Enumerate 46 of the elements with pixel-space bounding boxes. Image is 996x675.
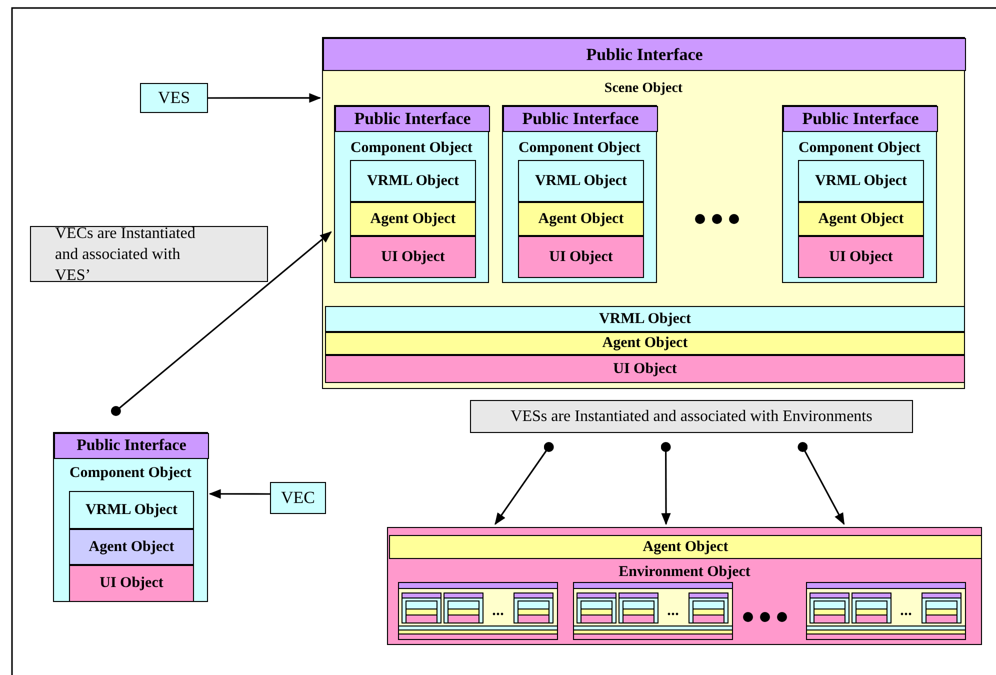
component-panel: [782, 105, 937, 283]
component-panel: [334, 105, 489, 283]
interface-band: Public Interface: [323, 38, 966, 71]
container-title: Component Object: [798, 140, 921, 157]
label-box: VEC: [270, 482, 326, 514]
container-title: Environment Object: [618, 564, 750, 581]
scene-miniature-drawing: [806, 582, 966, 640]
interface-band: Public Interface: [335, 106, 490, 132]
vrml-layer: VRML Object: [69, 491, 194, 529]
vrml-layer: VRML Object: [798, 160, 924, 202]
ui-layer: UI Object: [518, 236, 644, 278]
vrml-layer: VRML Object: [518, 160, 644, 202]
container-title: Scene Object: [604, 81, 683, 97]
scene-panel: [322, 37, 965, 389]
vrml-layer: VRML Object: [325, 306, 965, 332]
environment-panel: [387, 527, 982, 645]
interface-band: Public Interface: [503, 106, 658, 132]
container-title: Component Object: [518, 140, 641, 157]
agent-layer: Agent Object: [69, 529, 194, 565]
arrow: [208, 93, 322, 103]
arrow: [660, 442, 671, 526]
ui-layer: UI Object: [798, 236, 924, 278]
agent-layer: Agent Object: [798, 202, 924, 236]
agent-layer: Agent Object: [518, 202, 644, 236]
agent-layer: Agent Object: [350, 202, 476, 236]
label-box: VES: [140, 83, 208, 113]
interface-band: Public Interface: [54, 433, 209, 459]
agent-layer: Agent Object: [389, 535, 982, 559]
scene-miniature-drawing: [398, 582, 558, 640]
container-title: Component Object: [69, 465, 192, 482]
vrml-layer: VRML Object: [350, 160, 476, 202]
ui-layer: UI Object: [69, 565, 194, 602]
arrow: [494, 442, 554, 525]
arrow: [208, 489, 270, 499]
ui-layer: UI Object: [325, 355, 965, 383]
arrow: [798, 442, 845, 526]
interface-band: Public Interface: [783, 106, 938, 132]
note-box: VESs are Instantiated and associated with Environments: [470, 400, 913, 433]
agent-layer: Agent Object: [325, 332, 965, 355]
arrow: [110, 231, 332, 416]
ui-layer: UI Object: [350, 236, 476, 278]
container-title: Component Object: [350, 140, 473, 157]
note-box: VECs are Instantiated and associated with VES’: [30, 226, 268, 282]
scene-miniature-drawing: [573, 582, 733, 640]
component-panel: [53, 432, 208, 602]
component-panel: [502, 105, 657, 283]
